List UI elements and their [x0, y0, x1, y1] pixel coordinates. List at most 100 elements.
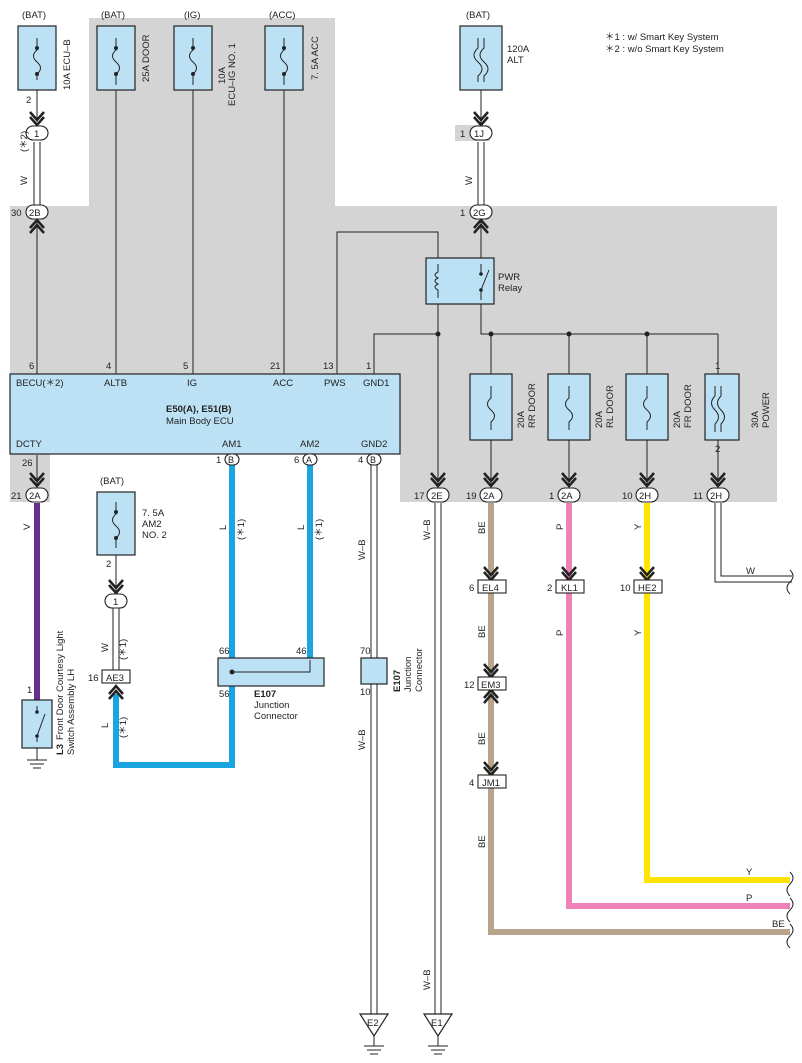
fuse-am2-label2: AM2 [142, 519, 162, 530]
junction-l1-b: Junction [403, 657, 414, 692]
fuse-alt [459, 25, 503, 91]
connector-1-top-id: 1 [34, 129, 39, 140]
junction-pin70: 70 [360, 646, 371, 657]
wire-p-1: P [555, 524, 566, 530]
wire-be-5: BE [772, 919, 785, 930]
ecu-conn-b-am1 [224, 453, 240, 466]
wire-v-label: V [22, 523, 33, 530]
fuse-rr-door [469, 373, 513, 441]
relay-label1: PWR [498, 272, 520, 283]
fuse-am2 [96, 491, 136, 556]
junction-l2: Connector [254, 711, 298, 722]
connector-1-am2 [104, 593, 128, 609]
wire-beige [488, 503, 790, 935]
arrows-right-row [29, 472, 726, 488]
ecu-pin-num: 4 [106, 361, 111, 372]
ground-e2-label: E2 [367, 1018, 379, 1029]
junction-e107-b [360, 657, 388, 685]
connector-1-am2-id: 1 [113, 597, 118, 608]
fuse-ecub-pin: 2 [26, 95, 31, 106]
fuse-door-label: 25A DOOR [141, 34, 152, 82]
junction-dot [566, 331, 572, 337]
wire-l-low-label: L [100, 723, 111, 728]
fuse-ig-label1: 10A [217, 66, 228, 84]
connector-2g-id: 2G [473, 208, 486, 219]
ecu-pin-num: 1 [216, 455, 221, 466]
wire-w-am2-note: (＊1) [118, 639, 129, 660]
connector-em3-id: EM3 [481, 680, 501, 691]
connector-ae3-pin: 16 [88, 673, 99, 684]
wire-pws [336, 231, 439, 374]
wire-p-2: P [555, 630, 566, 636]
fuse-fr-label1: 20A [672, 410, 683, 428]
wire-l-am1-note: (＊1) [236, 519, 247, 540]
connector-2a-rr-id: 2A [483, 491, 495, 502]
wire-yellow [644, 503, 790, 883]
ecu-pin-num: 6 [29, 361, 34, 372]
junction-l1: Junction [254, 700, 289, 711]
ecu-pin-num: 21 [270, 361, 281, 372]
wire-be-2: BE [477, 625, 488, 638]
arrow-1j [473, 111, 489, 127]
ground-e1-label: E1 [431, 1018, 443, 1029]
connector-kl1 [555, 579, 585, 594]
fuse-rl-label1: 20A [594, 410, 605, 428]
junction-pin46: 46 [296, 646, 307, 657]
fuse-acc-label: 7. 5A ACC [310, 36, 321, 80]
wire-w1-label: W [19, 176, 30, 185]
fuse-rr-label2: RR DOOR [527, 383, 538, 428]
switch-id: L3 [55, 744, 66, 755]
fuse-rl-label2: RL DOOR [605, 385, 616, 428]
fuse-door-source: (BAT) [101, 10, 125, 21]
ecu-conn-a-am2 [302, 453, 318, 466]
fuse-alt-label1: 120A [507, 44, 530, 55]
fuse-rr-label1: 20A [516, 410, 527, 428]
wire-be-4: BE [477, 835, 488, 848]
connector-2h-fr-pin: 10 [622, 491, 633, 502]
connector-2h-power-id: 2H [710, 491, 722, 502]
connector-1j [469, 125, 493, 141]
connector-2h-power-pin: 11 [693, 491, 703, 502]
fuse-power-label1: 30A [750, 410, 761, 428]
connector-2h-fr [635, 487, 659, 503]
wire-w-b [720, 503, 792, 577]
wire-be-3: BE [477, 732, 488, 745]
connector-jm1 [477, 774, 507, 789]
ecu-pin-name: ALTB [104, 378, 127, 389]
fuse-ecub-source: (BAT) [22, 10, 46, 21]
connector-2b-pin: 30 [11, 208, 22, 219]
junction-dot [229, 669, 235, 675]
junction-dot [435, 331, 441, 337]
ecu-pin-name: IG [187, 378, 197, 389]
ecu-pin-name: ACC [273, 378, 293, 389]
main-body-ecu [9, 373, 401, 455]
ecu-pin-num: 13 [323, 361, 334, 372]
wire-y-2: Y [633, 629, 644, 636]
legend-note1: ＊1 : w/ Smart Key System [605, 32, 719, 43]
ecu-pin-name: AM1 [222, 439, 242, 450]
junction-l2-b: Connector [414, 648, 425, 692]
connector-2e [426, 487, 450, 503]
ecu-pin-name: GND2 [361, 439, 387, 450]
connector-2g-pin: 1 [460, 208, 465, 219]
connector-kl1-id: KL1 [561, 583, 578, 594]
fuse-power-label2: POWER [761, 392, 772, 428]
connector-2a-rr [479, 487, 503, 503]
connector-el4-pin: 6 [469, 583, 474, 594]
wire-p-3: P [746, 893, 752, 904]
junction-dot [488, 331, 494, 337]
connector-he2-id: HE2 [638, 583, 656, 594]
arrow-am2 [108, 579, 124, 595]
fuse-am2-label3: NO. 2 [142, 530, 167, 541]
connector-ae3-id: AE3 [106, 673, 124, 684]
wire-y-3: Y [746, 867, 753, 878]
fuse-power-pin-bottom: 2 [715, 444, 720, 455]
fuse-alt-source: (BAT) [466, 10, 490, 21]
junction-link [232, 660, 311, 673]
connector-jm1-id: JM1 [482, 778, 500, 789]
junction-name-b: E107 [392, 670, 403, 692]
connector-ae3 [101, 669, 131, 684]
connector-2a-rl-pin: 1 [549, 491, 554, 502]
wire-relay-out [480, 304, 718, 335]
